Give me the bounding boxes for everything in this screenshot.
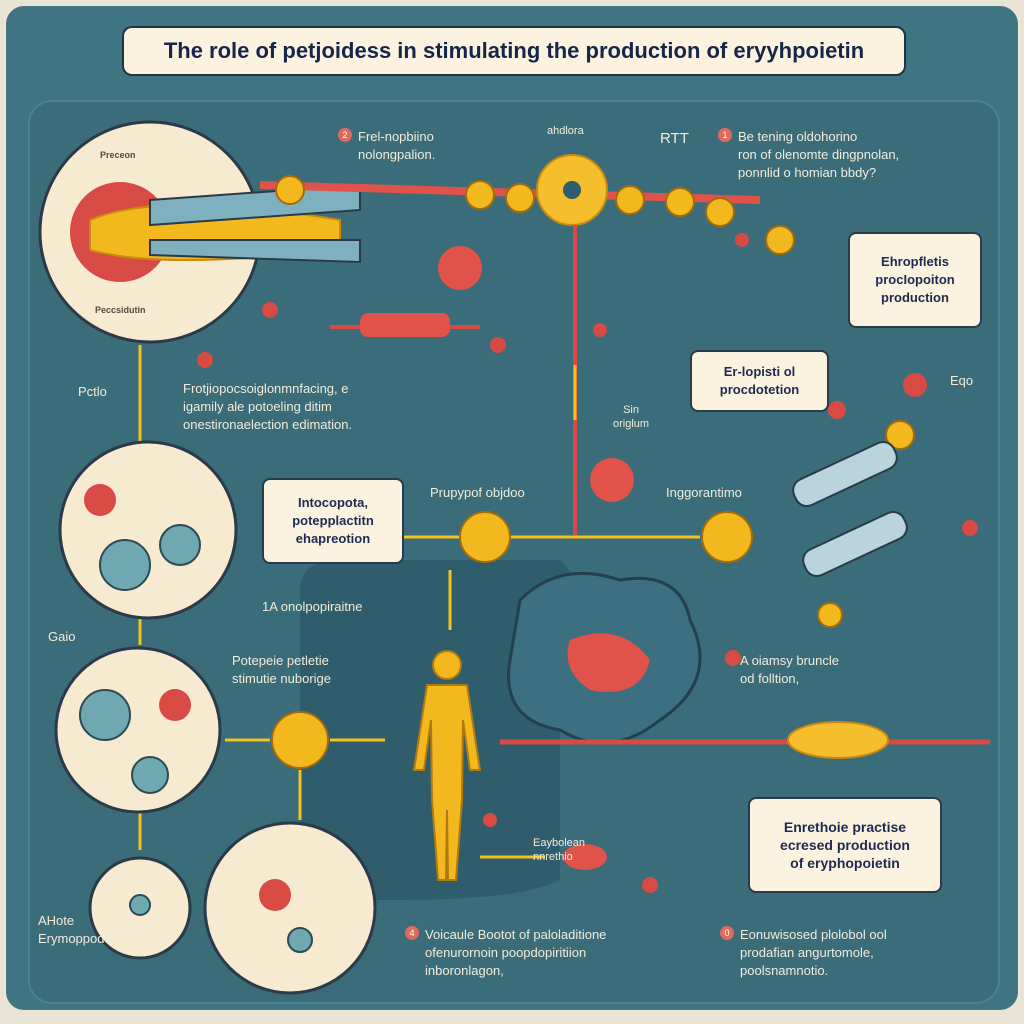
box-ehropfletis: Ehropfletis procIopoiton production	[848, 232, 982, 328]
box-enrethoie: Enrethoie practise ecresed production of…	[748, 797, 942, 893]
bottom-note-1-text: Voicaule Bootot of paloladitione ofenuro…	[425, 927, 607, 978]
note-1: 2 Frel-nopbiino nolongpalion.	[338, 128, 435, 164]
box-intocopota: Intocopota, potepplactitn ehapreotion	[262, 478, 404, 564]
cell-circles	[54, 440, 377, 995]
yellow-arrows	[138, 345, 700, 859]
label-ahote: AHote Erymoppodullens	[38, 913, 139, 946]
label-inggorantimo: Inggorantimo	[666, 485, 742, 500]
gold-capsule	[787, 721, 889, 759]
red-capsule	[563, 844, 607, 870]
small-red-dots	[197, 233, 978, 893]
label-pctlo: Pctlo	[78, 384, 107, 399]
note-1-text: Frel-nopbiino nolongpalion.	[358, 129, 436, 162]
bottom-note-2-text: Eonuwisosed plolobol ool prodafian angur…	[740, 927, 887, 978]
label-prupypof: Prupypof objdoo	[430, 485, 525, 500]
note-2: 1 Be tening oldohorino ron of olenomte di…	[718, 128, 899, 182]
label-eqo: Eqo	[950, 373, 974, 388]
red-cell	[567, 633, 650, 692]
label-gaio: Gaio	[48, 629, 76, 644]
red-blobs	[84, 484, 291, 911]
receptor-bottom-label: Peccsidutin	[95, 305, 146, 315]
gold-beads	[275, 175, 795, 255]
label-potepeie: Potepeie petletie stimutie nuborige	[232, 653, 331, 686]
red-node	[438, 246, 482, 290]
label-ahdlora: ahdlora	[547, 125, 584, 137]
note-2-badge: 1	[718, 128, 732, 142]
cells	[79, 524, 313, 953]
label-onolpopiraitne: 1A onolpopiraitne	[262, 599, 363, 614]
label-eaybolean: Eaybolean nnrethio	[533, 837, 585, 863]
gold-spheres	[271, 420, 915, 769]
bottom-note-2-badge: 0	[720, 926, 734, 940]
title-banner: The role of petjoidess in stimulating th…	[122, 26, 906, 76]
bottom-note-1-badge: 4	[405, 926, 419, 940]
human-body-icon	[412, 650, 482, 881]
paragraph-frotjio: Frotjiopocsoiglonmnfacing, e igamily ale…	[183, 381, 353, 432]
red-capsule	[360, 313, 450, 337]
label-aoiamsy: A oiamsy bruncle od folltion,	[740, 653, 839, 686]
note-2-text: Be tening oldohorino ron of olenomte din…	[738, 129, 900, 180]
receptor-top-label: Preceon	[100, 150, 136, 160]
label-rtt: RTT	[660, 130, 689, 147]
note-1-badge: 2	[338, 128, 352, 142]
tubes	[792, 441, 908, 577]
box-erlopisti: Er-lopisti ol procdotetion	[690, 350, 829, 412]
cluster-core	[563, 181, 581, 199]
red-node	[590, 458, 634, 502]
bottom-note-2: 0 Eonuwisosed plolobol ool prodafian angu…	[720, 926, 887, 980]
bottom-note-1: 4 Voicaule Bootot of paloladitione ofenur…	[405, 926, 606, 980]
label-sin: Sin origlum	[613, 404, 650, 430]
